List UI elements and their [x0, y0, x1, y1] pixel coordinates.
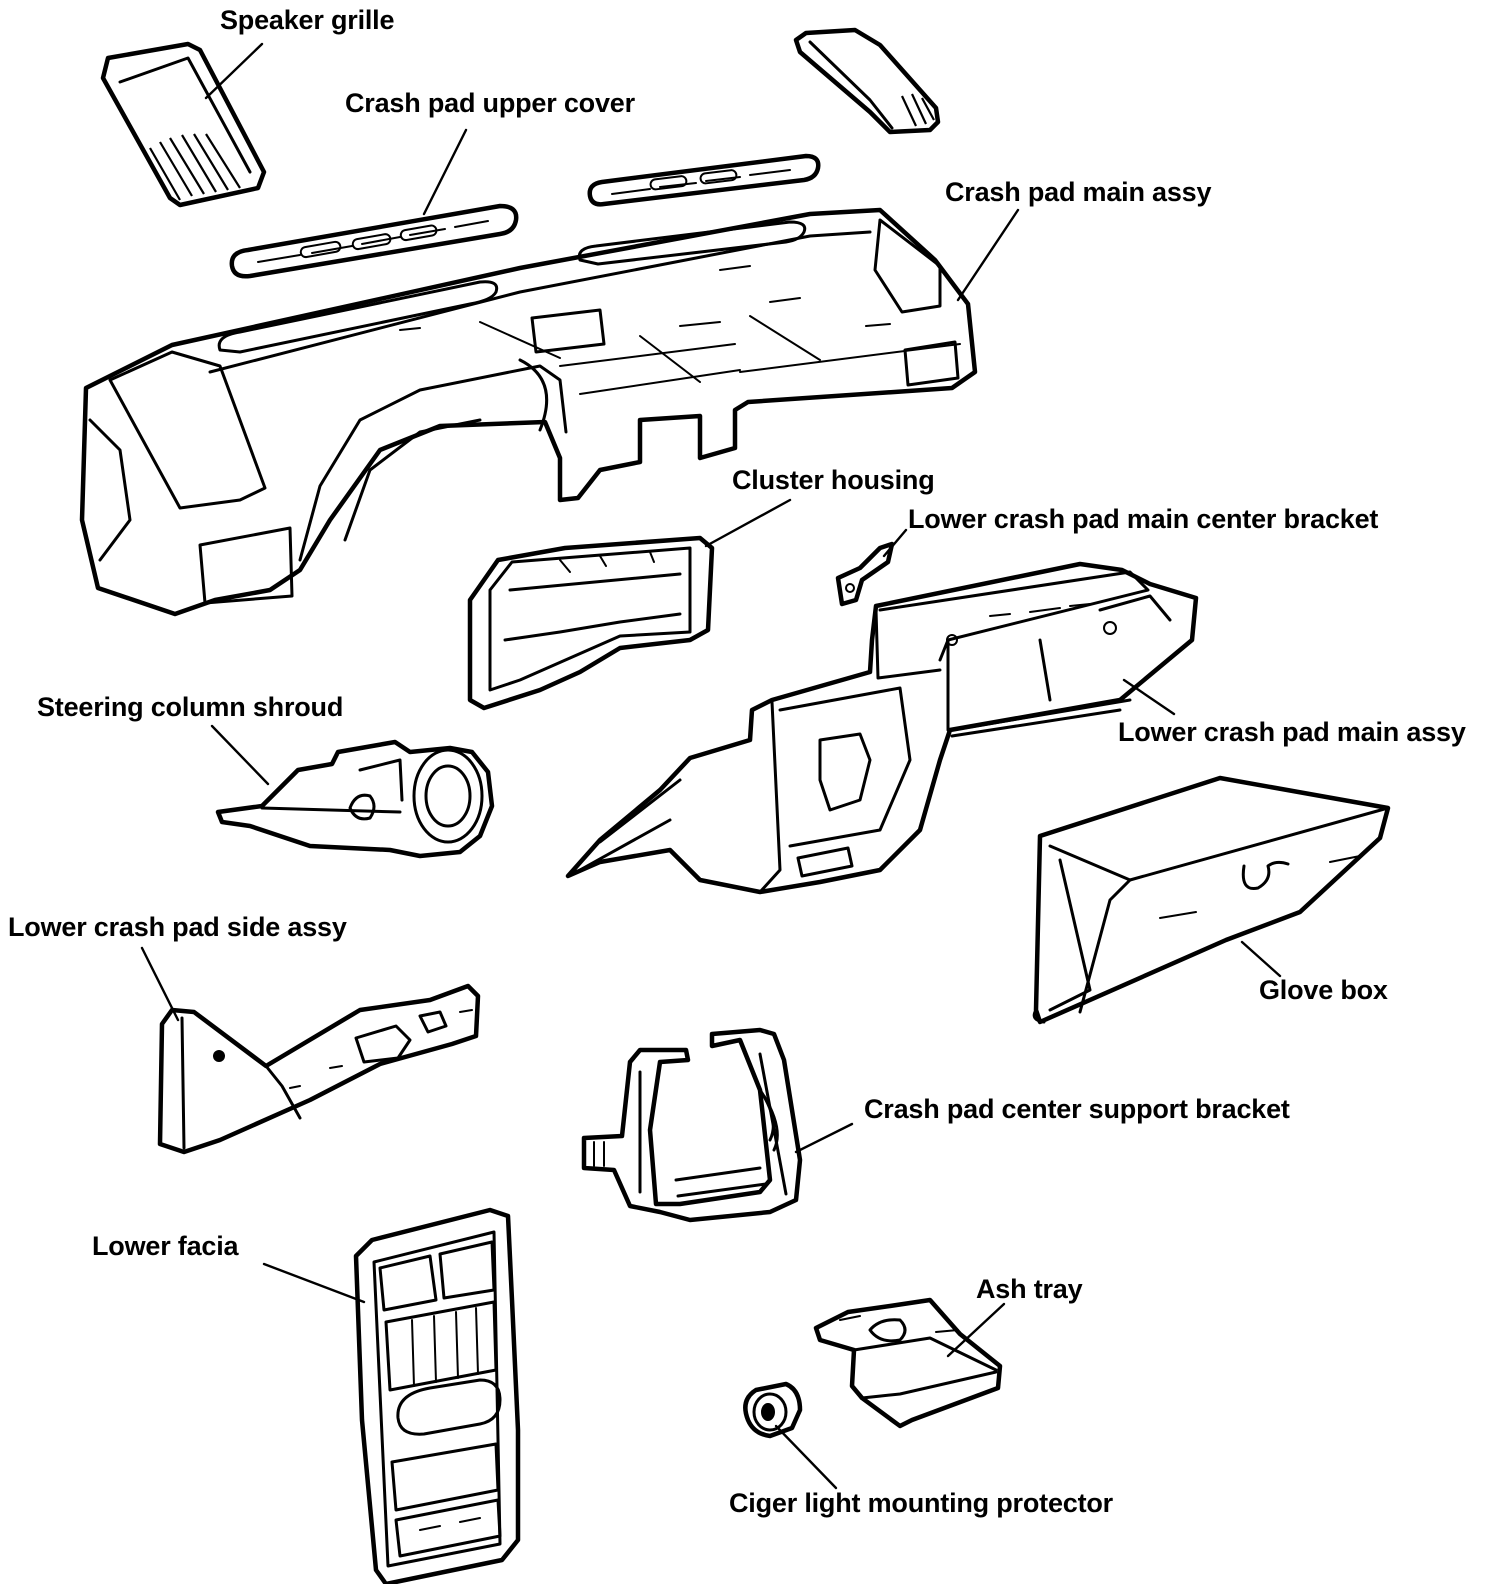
crash-pad-main-assy: [79, 207, 978, 617]
crash-pad-center-support-bracket-label: Crash pad center support bracket: [864, 1094, 1290, 1124]
crash-pad-upper-cover-left: [229, 203, 519, 279]
leader-ash-tray: [946, 1302, 1006, 1358]
leader-ciger-light-mounting-protector: [774, 1424, 838, 1490]
ciger-light-mounting-protector: [743, 1381, 803, 1439]
lower-crash-pad-main-center-bracket-label: Lower crash pad main center bracket: [908, 504, 1379, 534]
lower-crash-pad-main-assy-label: Lower crash pad main assy: [1118, 717, 1466, 747]
leader-lower-crash-pad-main-center-bracket: [882, 528, 908, 558]
glove-box-label: Glove box: [1259, 975, 1388, 1005]
ciger-light-mounting-protector-label: Ciger light mounting protector: [729, 1488, 1113, 1518]
cluster-housing: [467, 535, 715, 711]
leader-crash-pad-upper-cover: [422, 128, 468, 216]
speaker-grille-left: [100, 41, 267, 208]
cluster-housing-label: Cluster housing: [732, 465, 935, 495]
leader-lines: [140, 42, 1282, 1490]
lower-facia: [353, 1207, 521, 1584]
leader-lower-crash-pad-main-assy: [1122, 678, 1176, 716]
lower-crash-pad-main-assy: [565, 561, 1199, 895]
crash-pad-center-support-bracket: [581, 1027, 803, 1223]
lower-crash-pad-main-center-bracket: [835, 541, 895, 607]
leader-crash-pad-center-support-bracket: [794, 1122, 854, 1154]
crash-pad-upper-cover-label: Crash pad upper cover: [345, 88, 635, 118]
leader-lower-crash-pad-side-assy: [140, 946, 180, 1022]
crash-pad-main-assy-label: Crash pad main assy: [945, 177, 1212, 207]
leader-lower-facia: [262, 1262, 366, 1304]
lower-crash-pad-side-assy-label: Lower crash pad side assy: [8, 912, 347, 942]
leader-speaker-grille: [204, 42, 264, 100]
leader-cluster-housing: [704, 498, 792, 548]
leader-glove-box: [1240, 940, 1282, 978]
lower-facia-label: Lower facia: [92, 1231, 239, 1261]
glove-box: [1032, 775, 1391, 1025]
lower-crash-pad-side-assy: [157, 983, 481, 1155]
leader-crash-pad-main-assy: [956, 208, 1020, 302]
ash-tray-label: Ash tray: [976, 1274, 1083, 1304]
crash-pad-upper-cover-right: [587, 153, 821, 207]
speaker-grille-right: [793, 27, 941, 135]
speaker-grille-label: Speaker grille: [220, 5, 395, 35]
steering-column-shroud: [215, 739, 495, 859]
steering-column-shroud-label: Steering column shroud: [37, 692, 344, 722]
ash-tray: [813, 1297, 1003, 1429]
leader-steering-column-shroud: [210, 724, 270, 786]
